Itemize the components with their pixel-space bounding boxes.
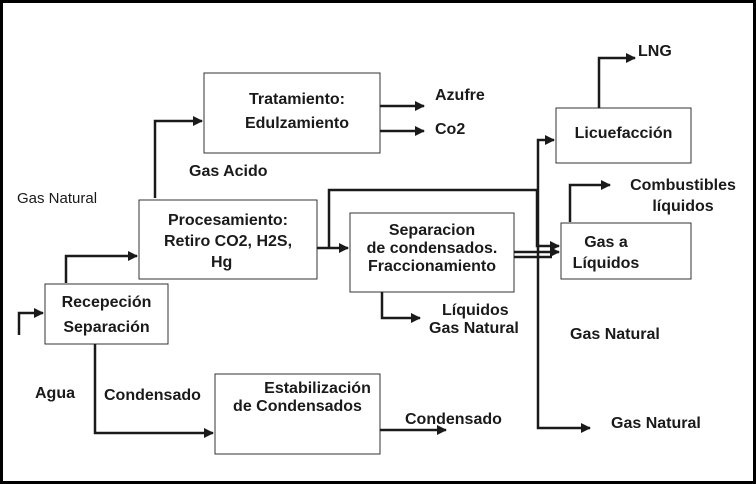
condensado-left-label: Condensado bbox=[104, 387, 201, 404]
combustibles-line-2: líquidos bbox=[652, 198, 714, 215]
licuefaccion-label: Licuefacción bbox=[556, 123, 691, 144]
box-recepcion bbox=[44, 283, 169, 345]
arrow-recepcion-procesamiento bbox=[64, 251, 138, 283]
estabilizacion-label: Estabilización de Condensados bbox=[215, 380, 380, 416]
arrow-input bbox=[17, 308, 44, 335]
recepcion-label: Recepeción Separación bbox=[45, 292, 168, 338]
box-procesamiento bbox=[138, 199, 318, 280]
tratamiento-line-1: Tratamiento: bbox=[248, 91, 345, 108]
azufre-label: Azufre bbox=[435, 87, 485, 104]
arrow-to-licuefaccion bbox=[536, 135, 555, 257]
gas-natural-mid-label: Gas Natural bbox=[570, 326, 660, 343]
box-gas-a-liquidos bbox=[560, 222, 692, 280]
arrow-combustibles bbox=[568, 180, 611, 222]
separacion-line-1: Separacion bbox=[388, 222, 476, 239]
gas-a-liquidos-line-2: Líquidos bbox=[572, 255, 640, 272]
estabilizacion-line-1: Estabilización bbox=[264, 380, 371, 397]
liquidos-line-1: Líquidos bbox=[442, 302, 509, 319]
gas-natural-input-label: Gas Natural bbox=[17, 190, 98, 207]
licuefaccion-line-1: Licuefacción bbox=[574, 125, 673, 142]
procesamiento-line-1: Procesamiento: bbox=[167, 212, 289, 229]
arrow-gas-natural-bottom bbox=[536, 257, 591, 433]
procesamiento-line-2: Retiro CO2, H2S, bbox=[163, 233, 293, 250]
box-estabilizacion bbox=[214, 373, 381, 455]
agua-label: Agua bbox=[35, 385, 75, 402]
combustibles-label: Combustibles líquidos bbox=[618, 175, 748, 217]
box-tratamiento bbox=[203, 72, 381, 154]
procesamiento-label: Procesamiento: Retiro CO2, H2S, Hg bbox=[139, 210, 317, 273]
box-licuefaccion bbox=[555, 107, 692, 164]
liquidos-line-2: Gas Natural bbox=[429, 320, 519, 337]
arrow-lng bbox=[597, 53, 636, 108]
tratamiento-label: Tratamiento: Edulzamiento bbox=[215, 89, 379, 134]
box-separacion bbox=[349, 212, 515, 293]
gas-a-liquidos-line-1: Gas a bbox=[584, 234, 628, 251]
separacion-line-3: Fraccionamiento bbox=[367, 258, 497, 275]
lng-label: LNG bbox=[638, 43, 672, 60]
combustibles-line-1: Combustibles bbox=[630, 177, 736, 194]
separacion-label: Separacion de condensados. Fraccionamien… bbox=[350, 222, 514, 276]
estabilizacion-line-2: de Condensados bbox=[233, 398, 362, 415]
tratamiento-line-2: Edulzamiento bbox=[244, 115, 349, 132]
gas-natural-bottom-label: Gas Natural bbox=[611, 415, 701, 432]
arrow-liquidos bbox=[380, 292, 421, 323]
recepcion-line-1: Recepeción bbox=[61, 294, 152, 311]
separacion-line-2: de condensados. bbox=[366, 240, 498, 257]
procesamiento-line-3: Hg bbox=[211, 254, 233, 271]
arrow-recepcion-estabilizacion bbox=[93, 344, 214, 438]
arrow-procesamiento-tratamiento bbox=[153, 116, 203, 198]
co2-label: Co2 bbox=[435, 121, 466, 138]
recepcion-line-2: Separación bbox=[63, 319, 150, 336]
gas-a-liquidos-label: Gas a Líquidos bbox=[571, 232, 641, 274]
liquidos-gas-natural-label: Líquidos Gas Natural bbox=[429, 302, 519, 338]
gas-acido-label: Gas Acido bbox=[189, 163, 268, 180]
condensado-right-label: Condensado bbox=[405, 411, 502, 428]
